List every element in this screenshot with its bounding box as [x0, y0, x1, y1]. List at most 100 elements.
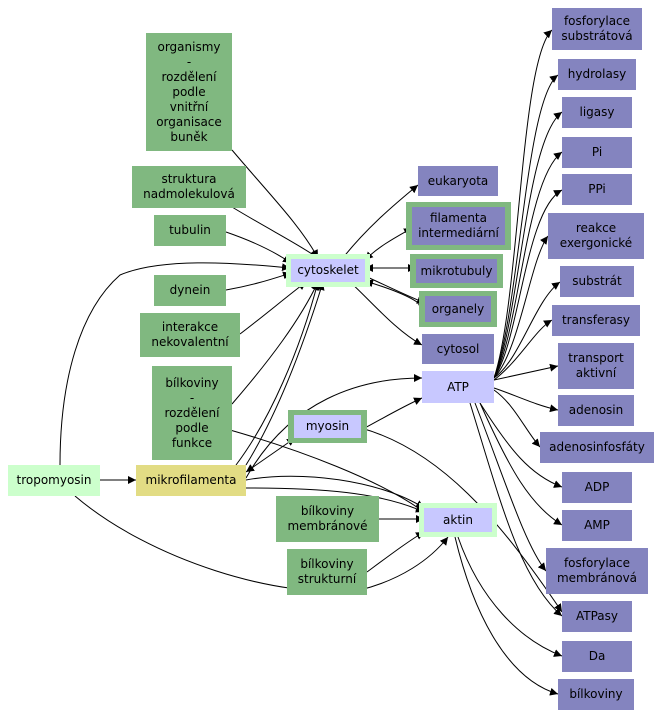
node-bilkoviny-strukturni[interactable]: bílkoviny strukturní	[287, 549, 367, 595]
node-label: adenosin	[568, 403, 624, 417]
node-label: organely	[431, 301, 485, 316]
node-label: cytoskelet	[297, 263, 359, 277]
node-label: adenosinfosfáty	[549, 440, 645, 454]
node-label: ATPasy	[575, 609, 618, 623]
node-ppi[interactable]: PPi	[562, 174, 632, 205]
node-label: ADP	[584, 480, 610, 494]
node-hydrolasy[interactable]: hydrolasy	[558, 59, 636, 90]
node-label: AMP	[584, 518, 610, 532]
edge-arrow	[474, 402, 547, 572]
node-label: Pi	[591, 145, 603, 159]
edge-arrow	[493, 387, 559, 413]
node-bilkoviny[interactable]: bílkoviny	[558, 679, 634, 710]
edge-arrow	[229, 429, 425, 513]
node-label: cytosol	[436, 341, 480, 356]
node-ligasy[interactable]: ligasy	[562, 97, 632, 128]
node-label: ATP	[447, 379, 469, 394]
node-dynein[interactable]: dynein	[154, 275, 226, 306]
node-label: aktin	[443, 512, 473, 527]
node-label: organismy - rozdělení podle vnitřní orga…	[156, 39, 222, 144]
node-adenosin[interactable]: adenosin	[558, 395, 634, 426]
edge-arrow	[225, 231, 292, 264]
node-label: bílkoviny	[569, 687, 623, 701]
edge-arrow	[245, 475, 425, 509]
node-atp[interactable]: ATP	[422, 371, 494, 403]
edge-arrow	[493, 151, 563, 379]
node-label: dynein	[169, 283, 211, 297]
node-label: PPi	[588, 182, 606, 196]
edge-arrow	[493, 189, 563, 379]
node-label: Da	[588, 649, 606, 663]
node-label: reakce exergonické	[559, 221, 633, 250]
node-label: tubulin	[169, 223, 211, 237]
edge-arrow	[493, 111, 563, 379]
node-struktura-nadmolekulova[interactable]: struktura nadmolekulová	[132, 166, 246, 208]
edge-arrow	[493, 281, 561, 379]
node-tubulin[interactable]: tubulin	[154, 215, 226, 246]
node-cytoskelet[interactable]: cytoskelet	[291, 259, 365, 282]
node-label: transport aktivní	[568, 351, 624, 380]
node-label: filamenta intermediární	[418, 211, 499, 240]
edge-arrow	[457, 536, 563, 657]
edge-arrow	[493, 389, 541, 448]
node-reakce-exergonicke[interactable]: reakce exergonické	[548, 213, 644, 259]
node-mikrotubuly[interactable]: mikrotubuly	[416, 259, 497, 283]
edge-arrow	[493, 74, 559, 379]
edge-arrow	[479, 402, 563, 488]
node-label: transferasy	[561, 313, 631, 327]
edge-arrow	[74, 495, 449, 593]
node-fosforylace-membranova[interactable]: fosforylace membránová	[546, 548, 648, 594]
node-label: substrát	[572, 274, 622, 288]
edge-arrow	[364, 227, 413, 261]
node-label: myosin	[305, 419, 350, 433]
node-organely[interactable]: organely	[425, 296, 491, 322]
node-interakce-nekovalentni[interactable]: interakce nekovalentní	[140, 313, 240, 357]
node-transport-aktivni[interactable]: transport aktivní	[558, 343, 634, 389]
node-tropomyosin[interactable]: tropomyosin	[8, 465, 100, 496]
node-atpasy[interactable]: ATPasy	[562, 601, 632, 632]
node-transferasy[interactable]: transferasy	[552, 305, 640, 336]
node-bilkoviny-funkce[interactable]: bílkoviny - rozdělení podle funkce	[152, 366, 232, 460]
node-amp[interactable]: AMP	[562, 510, 632, 541]
node-label: bílkoviny strukturní	[297, 557, 357, 586]
node-aktin[interactable]: aktin	[424, 508, 492, 532]
node-label: struktura nadmolekulová	[143, 172, 235, 201]
node-label: mikrotubuly	[420, 263, 493, 278]
node-mikrofilamenta[interactable]: mikrofilamenta	[136, 465, 246, 496]
edge-arrow	[493, 319, 553, 381]
node-cytosol[interactable]: cytosol	[422, 334, 494, 364]
node-label: hydrolasy	[567, 67, 627, 81]
edge-arrow	[245, 437, 296, 473]
node-bilkoviny-membranove[interactable]: bílkoviny membránové	[276, 496, 379, 542]
edge-arrow	[469, 402, 563, 617]
node-label: bílkoviny membránové	[287, 504, 368, 533]
node-myosin[interactable]: myosin	[294, 415, 361, 438]
edge-arrow	[349, 281, 423, 346]
node-da[interactable]: Da	[562, 641, 632, 672]
edge-arrow	[360, 397, 423, 431]
edge-arrow	[360, 427, 563, 613]
node-organismy[interactable]: organismy - rozdělení podle vnitřní orga…	[146, 33, 232, 151]
node-label: mikrofilamenta	[145, 473, 237, 487]
node-pi[interactable]: Pi	[562, 137, 632, 168]
node-substrat[interactable]: substrát	[560, 266, 634, 297]
edge-arrow	[493, 29, 553, 379]
node-adp[interactable]: ADP	[562, 472, 632, 503]
edge-arrow	[245, 374, 423, 479]
edge-arrow	[454, 536, 559, 696]
node-adenosinfosfaty[interactable]: adenosinfosfáty	[540, 432, 654, 463]
node-fosforylace-substratova[interactable]: fosforylace substrátová	[552, 8, 642, 50]
edge-arrow	[493, 235, 549, 379]
edge-arrow	[59, 262, 291, 466]
edge-arrow	[239, 281, 307, 335]
node-eukaryota[interactable]: eukaryota	[418, 166, 498, 196]
node-label: tropomyosin	[16, 473, 92, 487]
edge-arrow	[245, 487, 425, 513]
node-label: interakce nekovalentní	[151, 320, 229, 349]
node-filamenta-intermediarni[interactable]: filamenta intermediární	[412, 207, 505, 245]
node-label: ligasy	[579, 105, 615, 119]
edge-arrow	[225, 271, 292, 291]
node-label: bílkoviny - rozdělení podle funkce	[164, 375, 220, 450]
edge-arrow	[231, 149, 319, 259]
